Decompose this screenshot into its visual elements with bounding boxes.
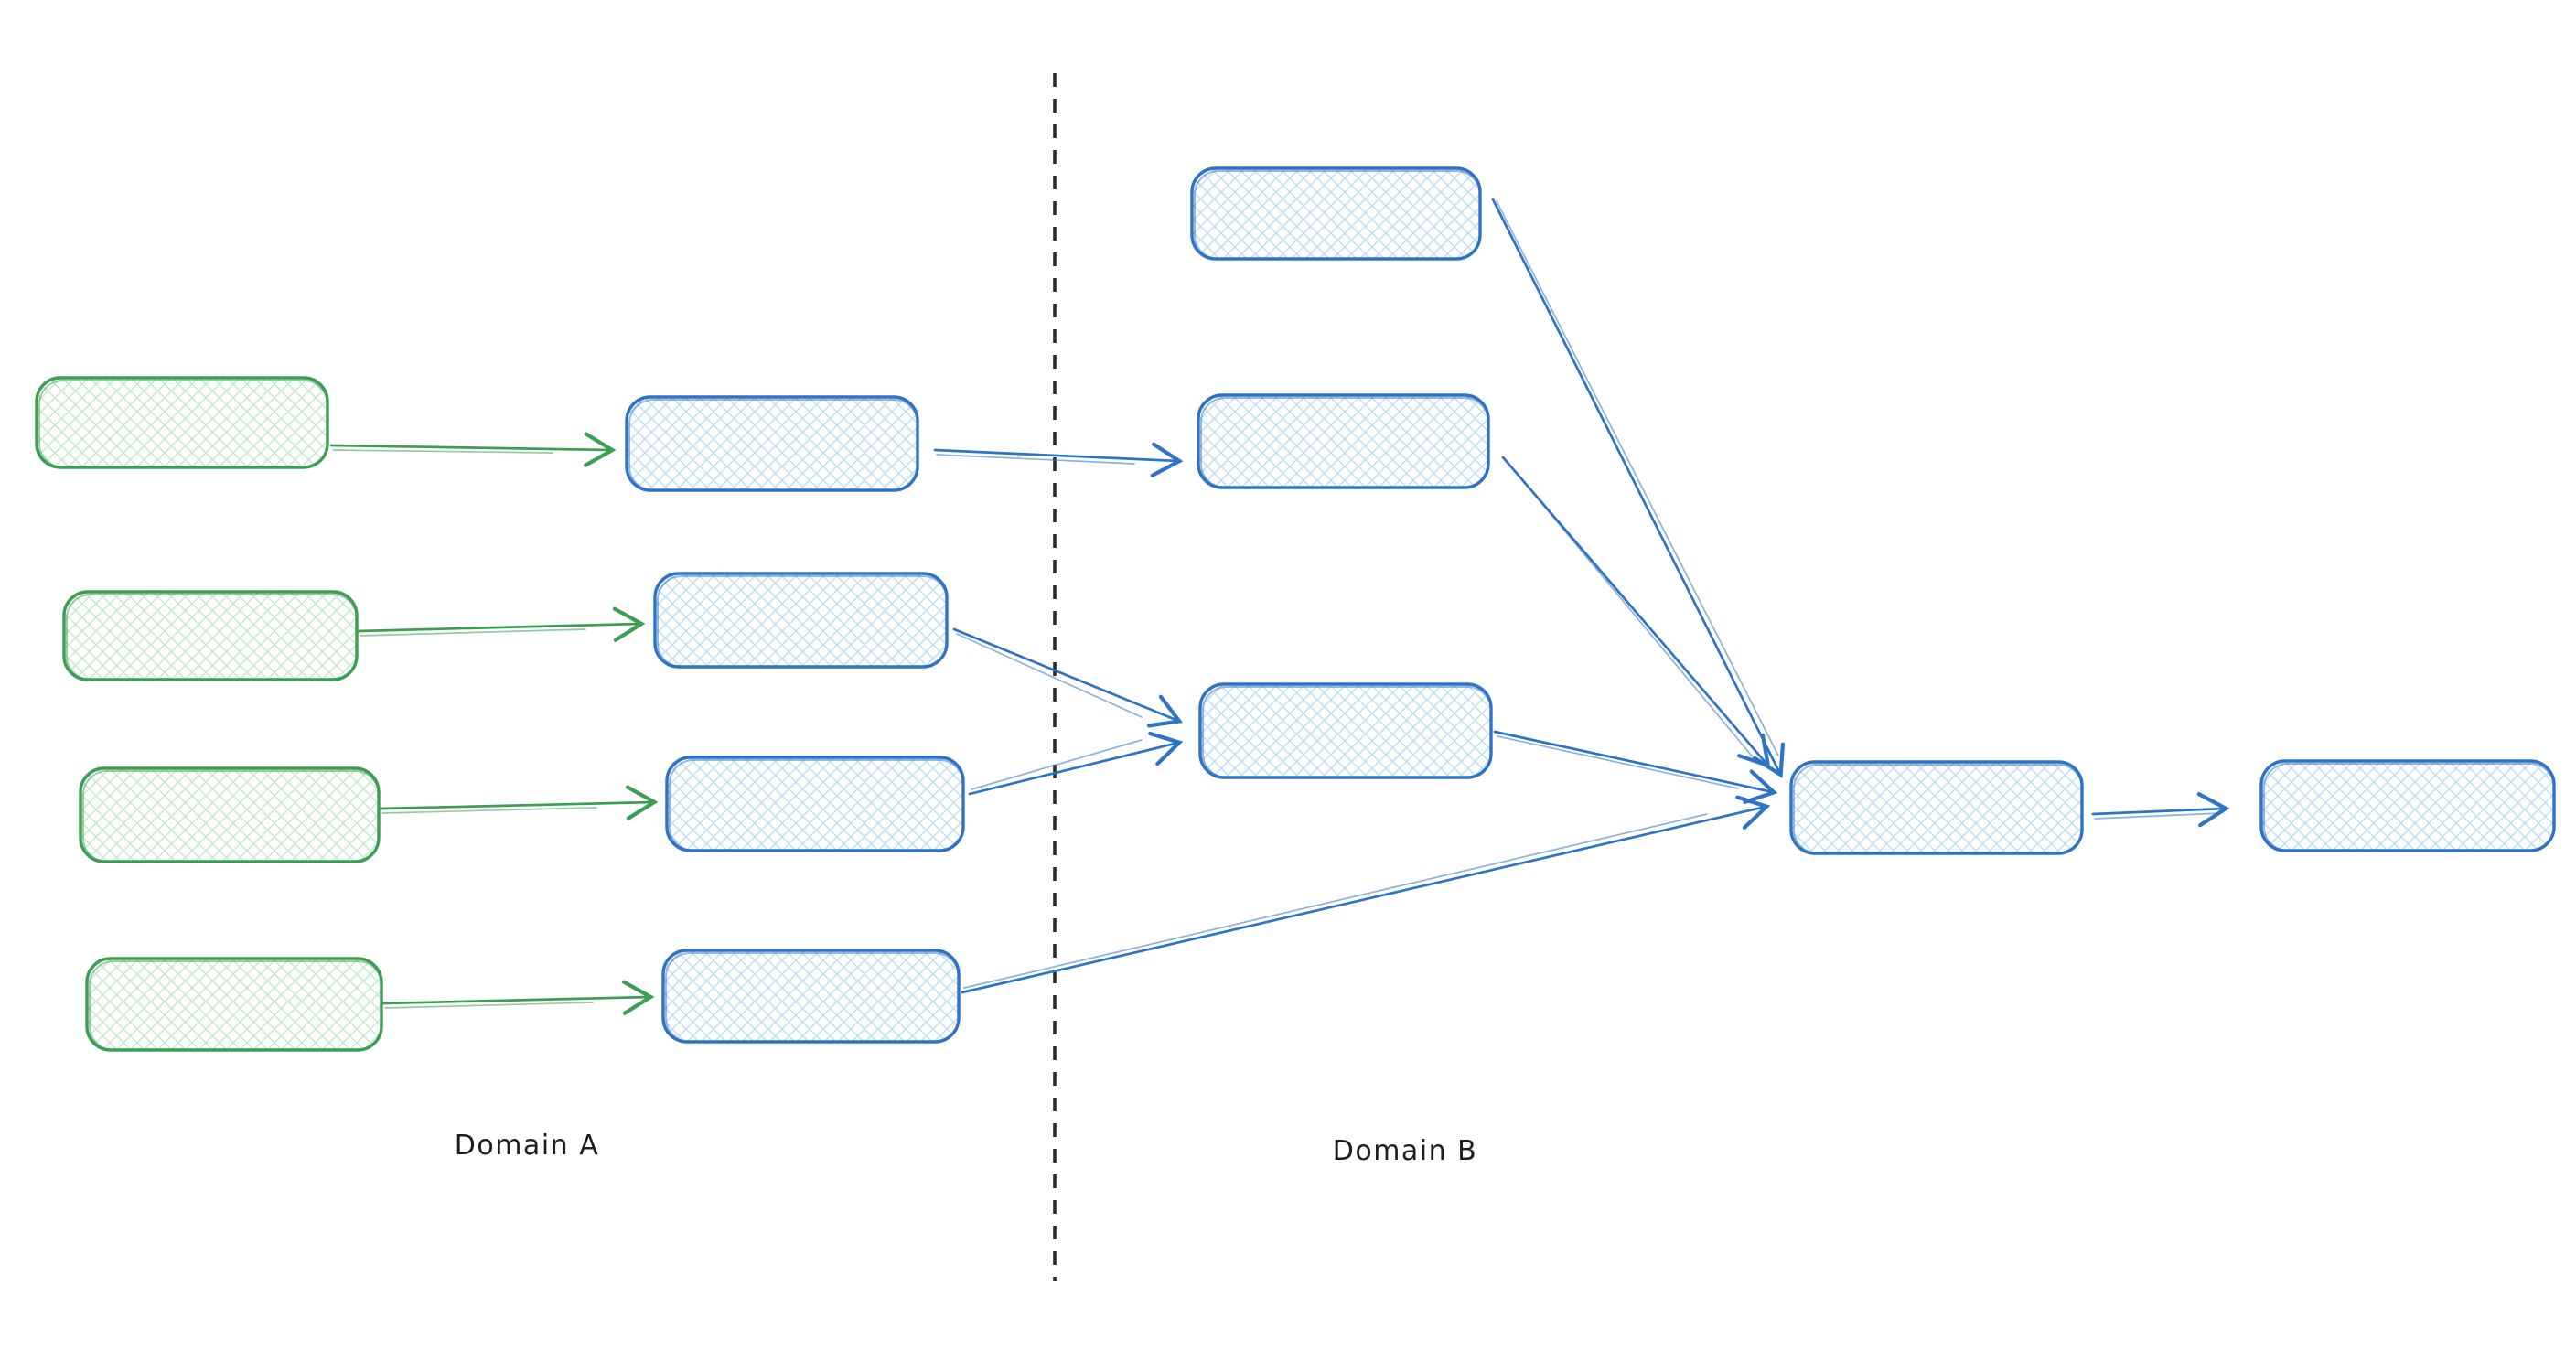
edges-layer bbox=[329, 198, 2230, 1015]
edge-sketch-stroke bbox=[956, 633, 1143, 718]
edge-b-aggregator-to-b-output[interactable] bbox=[2091, 791, 2230, 828]
edge-sketch-stroke bbox=[2094, 812, 2222, 820]
edge-b-stage-1-to-b-aggregator[interactable] bbox=[1491, 198, 1786, 778]
edge-b-stage-3-to-b-aggregator[interactable] bbox=[1493, 730, 1778, 804]
node-b-aggregator[interactable] bbox=[1789, 760, 2084, 855]
edge-a-process-1-to-b-stage-2[interactable] bbox=[933, 442, 1184, 477]
node-a-input-3[interactable] bbox=[79, 766, 381, 863]
edge-a-process-3-to-b-stage-3[interactable] bbox=[968, 731, 1184, 796]
edge-sketch-stroke bbox=[332, 449, 553, 454]
edge-a-input-1-to-a-process-1[interactable] bbox=[329, 432, 617, 467]
node-b-output[interactable] bbox=[2259, 759, 2556, 852]
node-b-stage-2[interactable] bbox=[1197, 393, 1490, 489]
edge-sketch-stroke bbox=[963, 813, 1708, 989]
node-a-input-1[interactable] bbox=[35, 376, 329, 469]
edge-sketch-stroke bbox=[381, 807, 597, 814]
node-a-process-3[interactable] bbox=[665, 756, 965, 852]
edge-sketch-stroke bbox=[1497, 735, 1739, 789]
edge-sketch-stroke bbox=[936, 454, 1135, 465]
domain-a-label[interactable]: Domain A bbox=[455, 1130, 599, 1162]
node-a-input-2[interactable] bbox=[62, 590, 359, 681]
edge-a-input-2-to-a-process-2[interactable] bbox=[357, 606, 646, 642]
edge-a-input-3-to-a-process-3[interactable] bbox=[379, 785, 659, 820]
node-a-input-4[interactable] bbox=[85, 957, 383, 1052]
edge-a-process-2-to-b-stage-3[interactable] bbox=[952, 627, 1184, 728]
node-b-stage-1[interactable] bbox=[1190, 166, 1482, 261]
edge-a-input-4-to-a-process-4[interactable] bbox=[381, 980, 655, 1015]
node-a-process-2[interactable] bbox=[653, 572, 949, 669]
edge-sketch-stroke bbox=[1496, 200, 1779, 756]
edge-a-process-4-to-b-aggregator[interactable] bbox=[961, 795, 1771, 994]
edge-sketch-stroke bbox=[384, 1002, 594, 1009]
node-a-process-4[interactable] bbox=[661, 949, 961, 1044]
domain-b-label[interactable]: Domain B bbox=[1333, 1135, 1478, 1167]
node-a-process-1[interactable] bbox=[625, 395, 919, 492]
edge-sketch-stroke bbox=[360, 628, 586, 637]
node-b-stage-3[interactable] bbox=[1198, 682, 1493, 779]
edge-sketch-stroke bbox=[1506, 460, 1755, 760]
edge-sketch-stroke bbox=[971, 739, 1143, 790]
